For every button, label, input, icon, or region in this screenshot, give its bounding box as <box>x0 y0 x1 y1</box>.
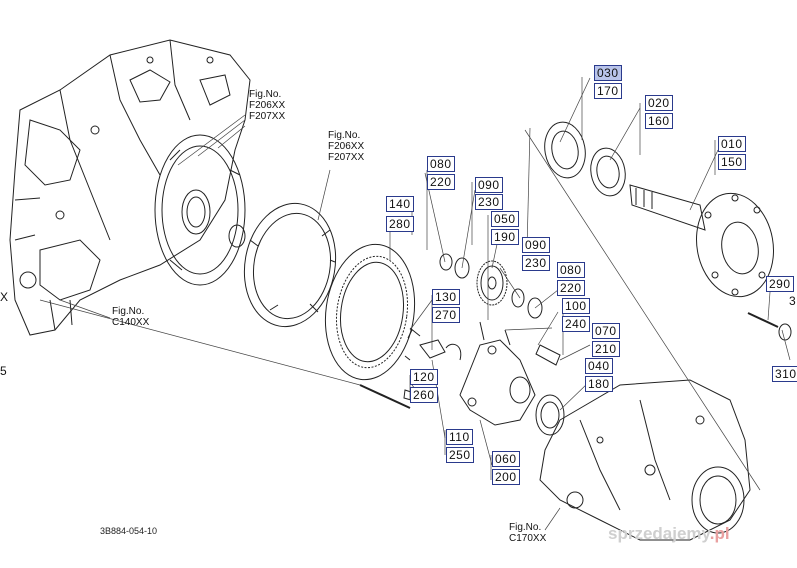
callout-090-b[interactable]: 090 <box>522 237 550 253</box>
callout-060[interactable]: 060 <box>492 451 520 467</box>
carrier-housing <box>459 339 536 426</box>
spur-gear <box>476 260 543 319</box>
gasket-ring <box>243 202 337 328</box>
fig-ref-code: F207XX <box>328 152 365 163</box>
callout-070[interactable]: 070 <box>592 323 620 339</box>
callout-310[interactable]: 310 <box>772 366 797 382</box>
oil-seal <box>544 121 586 179</box>
callout-100[interactable]: 100 <box>562 298 590 314</box>
fig-ref-f206-top[interactable]: Fig.No. F206XX F207XX <box>249 89 285 122</box>
transmission-case <box>9 39 251 336</box>
watermark: sprzedajemy.pl <box>608 524 730 544</box>
callout-200[interactable]: 200 <box>492 469 520 485</box>
callout-290[interactable]: 290 <box>766 276 794 292</box>
planetary-carrier <box>154 134 246 286</box>
callout-280[interactable]: 280 <box>386 216 414 232</box>
axle-shaft <box>629 184 774 298</box>
callout-180[interactable]: 180 <box>585 376 613 392</box>
edge-mark-left-low: 5 <box>0 364 7 378</box>
callout-160[interactable]: 160 <box>645 113 673 129</box>
watermark-suffix: .pl <box>709 524 730 543</box>
callout-170[interactable]: 170 <box>594 83 622 99</box>
callout-110[interactable]: 110 <box>446 429 473 445</box>
callout-250[interactable]: 250 <box>446 447 474 463</box>
axle-housing <box>539 379 751 541</box>
fig-ref-label: Fig.No. <box>112 306 145 317</box>
callout-260[interactable]: 260 <box>410 387 438 403</box>
fig-ref-code: C170XX <box>509 533 547 544</box>
edge-mark-right: 3 <box>789 294 796 308</box>
fig-ref-label: Fig.No. <box>249 89 282 100</box>
fig-ref-label: Fig.No. <box>509 522 542 533</box>
fig-ref-f206-mid[interactable]: Fig.No. F206XX F207XX <box>328 130 364 163</box>
callout-010[interactable]: 010 <box>718 136 746 152</box>
callout-220[interactable]: 220 <box>427 174 455 190</box>
callout-130[interactable]: 130 <box>432 289 460 305</box>
callout-040[interactable]: 040 <box>585 358 613 374</box>
callout-050[interactable]: 050 <box>491 211 519 227</box>
callout-080-b[interactable]: 080 <box>557 262 585 278</box>
callout-140[interactable]: 140 <box>386 196 414 212</box>
ring-gear <box>324 243 416 381</box>
callout-030[interactable]: 030 <box>594 65 622 81</box>
fig-ref-code: F207XX <box>249 111 286 122</box>
callout-220-b[interactable]: 220 <box>557 280 585 296</box>
fig-ref-code: F206XX <box>328 141 365 152</box>
edge-mark-left: X <box>0 290 9 304</box>
callout-190[interactable]: 190 <box>491 229 519 245</box>
fig-ref-code: F206XX <box>249 100 286 111</box>
callout-230[interactable]: 230 <box>475 194 503 210</box>
fig-ref-code: C140XX <box>112 317 150 328</box>
callout-080[interactable]: 080 <box>427 156 455 172</box>
callout-120[interactable]: 120 <box>410 369 438 385</box>
callout-240[interactable]: 240 <box>562 316 590 332</box>
callout-150[interactable]: 150 <box>718 154 746 170</box>
callout-090[interactable]: 090 <box>475 177 503 193</box>
callout-210[interactable]: 210 <box>592 341 620 357</box>
drawing-number: 3B884-054-10 <box>100 526 158 536</box>
fig-ref-label: Fig.No. <box>328 130 361 141</box>
fig-ref-c170[interactable]: Fig.No. C170XX <box>509 522 546 544</box>
watermark-text: sprzedajemy <box>608 524 710 543</box>
bearing <box>590 147 626 197</box>
callout-270[interactable]: 270 <box>432 307 460 323</box>
callout-230-b[interactable]: 230 <box>522 255 550 271</box>
callout-020[interactable]: 020 <box>645 95 673 111</box>
fig-ref-c140[interactable]: Fig.No. C140XX <box>112 306 149 328</box>
